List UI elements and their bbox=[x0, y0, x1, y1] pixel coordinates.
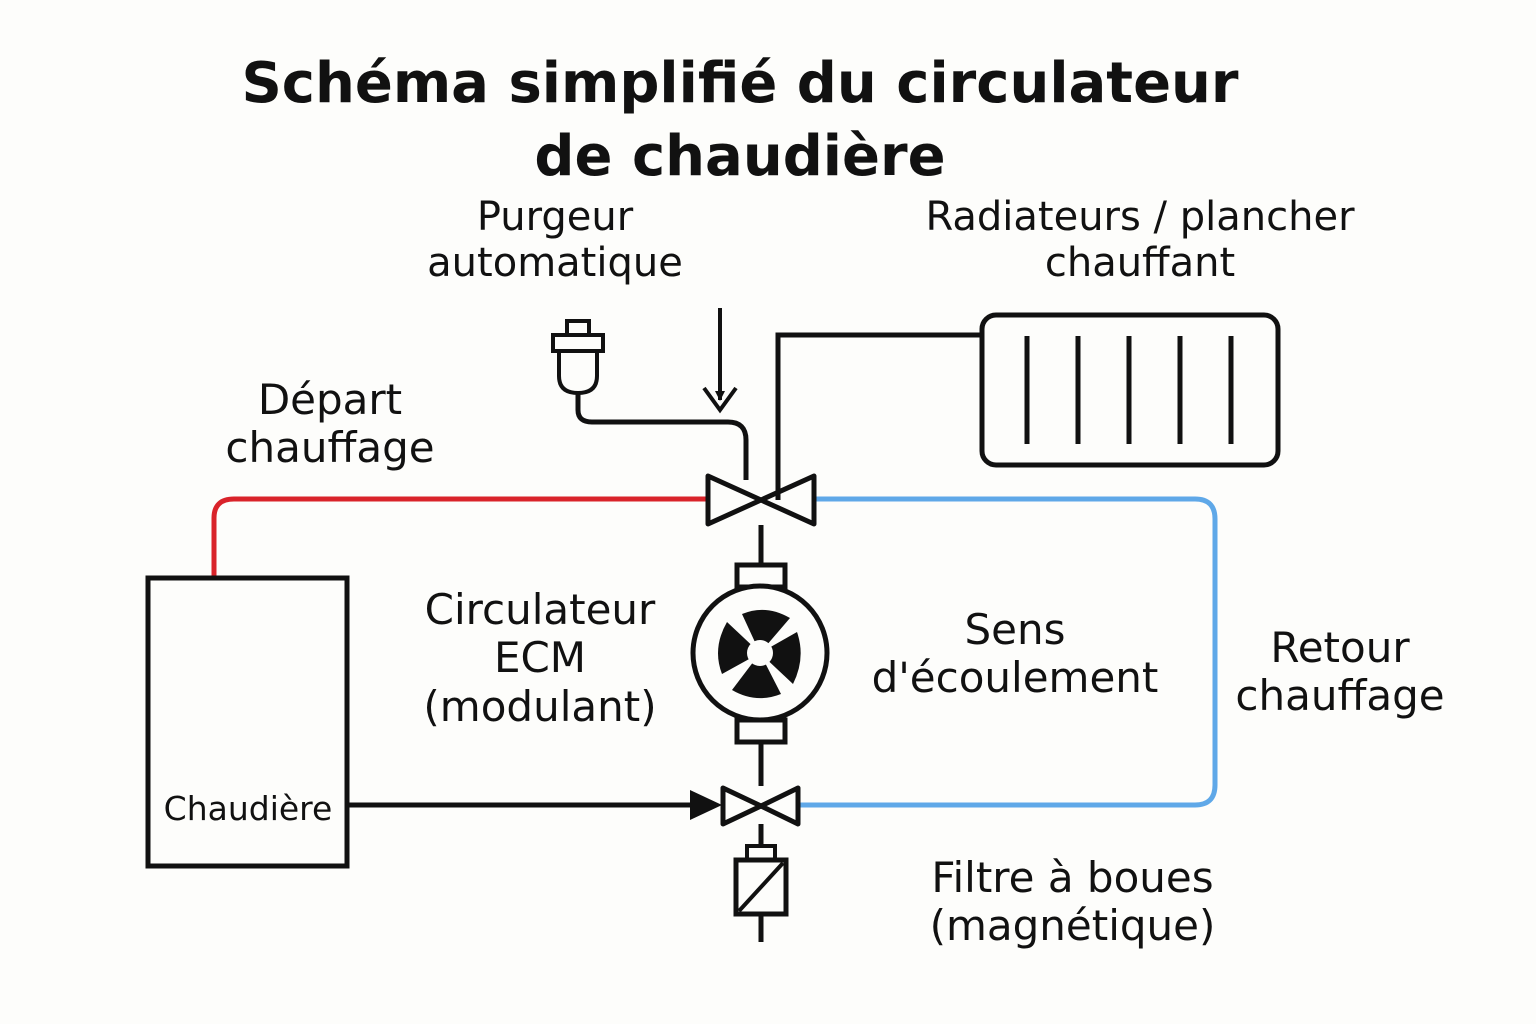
title-line-2: de chaudière bbox=[534, 123, 946, 189]
label-circulateur-line-3: (modulant) bbox=[423, 681, 657, 731]
upper-valve-icon bbox=[705, 473, 817, 527]
label-radiateurs-line-1: Radiateurs / plancher bbox=[925, 194, 1355, 240]
label-circulateur-line-2: ECM bbox=[493, 633, 587, 683]
label-filtre: Filtre à boues (magnétique) bbox=[915, 853, 1230, 951]
page-title: Schéma simplifié du circulateur de chaud… bbox=[168, 48, 1312, 194]
label-circulateur: Circulateur ECM (modulant) bbox=[400, 585, 680, 731]
label-circulateur-line-1: Circulateur bbox=[424, 585, 656, 634]
label-purgeur-line-1: Purgeur bbox=[476, 194, 634, 240]
label-sens: Sens d'écoulement bbox=[860, 605, 1170, 703]
label-retour-line-2: chauffage bbox=[1235, 671, 1445, 721]
label-filtre-line-1: Filtre à boues bbox=[931, 853, 1214, 902]
label-depart-line-1: Départ bbox=[257, 375, 403, 424]
supply-pipe bbox=[211, 496, 708, 578]
label-radiateurs: Radiateurs / plancher chauffant bbox=[900, 194, 1380, 286]
label-purgeur-line-2: automatique bbox=[427, 240, 683, 286]
boiler-icon bbox=[145, 575, 350, 869]
label-chaudiere: Chaudière bbox=[163, 789, 333, 828]
return-pipe bbox=[798, 496, 1218, 808]
label-depart-line-2: chauffage bbox=[225, 423, 435, 473]
label-filtre-line-2: (magnétique) bbox=[929, 901, 1216, 951]
pump-fan-icon bbox=[690, 562, 830, 745]
air-vent-icon bbox=[551, 319, 605, 396]
radiator-supply-pipe bbox=[775, 332, 982, 500]
title-line-1: Schéma simplifié du circulateur bbox=[241, 51, 1239, 116]
air-vent-pipe bbox=[575, 393, 749, 480]
label-depart: Départ chauffage bbox=[210, 375, 450, 473]
filter-icon bbox=[733, 844, 789, 917]
radiator-icon bbox=[979, 312, 1281, 468]
label-sens-line-2: d'écoulement bbox=[871, 653, 1159, 703]
label-radiateurs-line-2: chauffant bbox=[1044, 240, 1236, 286]
label-retour: Retour chauffage bbox=[1225, 623, 1455, 721]
label-sens-line-1: Sens bbox=[964, 605, 1066, 654]
label-retour-line-1: Retour bbox=[1270, 623, 1410, 672]
purgeur-pointer-arrowhead bbox=[702, 386, 738, 414]
label-purgeur: Purgeur automatique bbox=[415, 194, 695, 286]
flow-arrow-icon bbox=[690, 790, 722, 820]
lower-valve-icon bbox=[720, 785, 801, 827]
